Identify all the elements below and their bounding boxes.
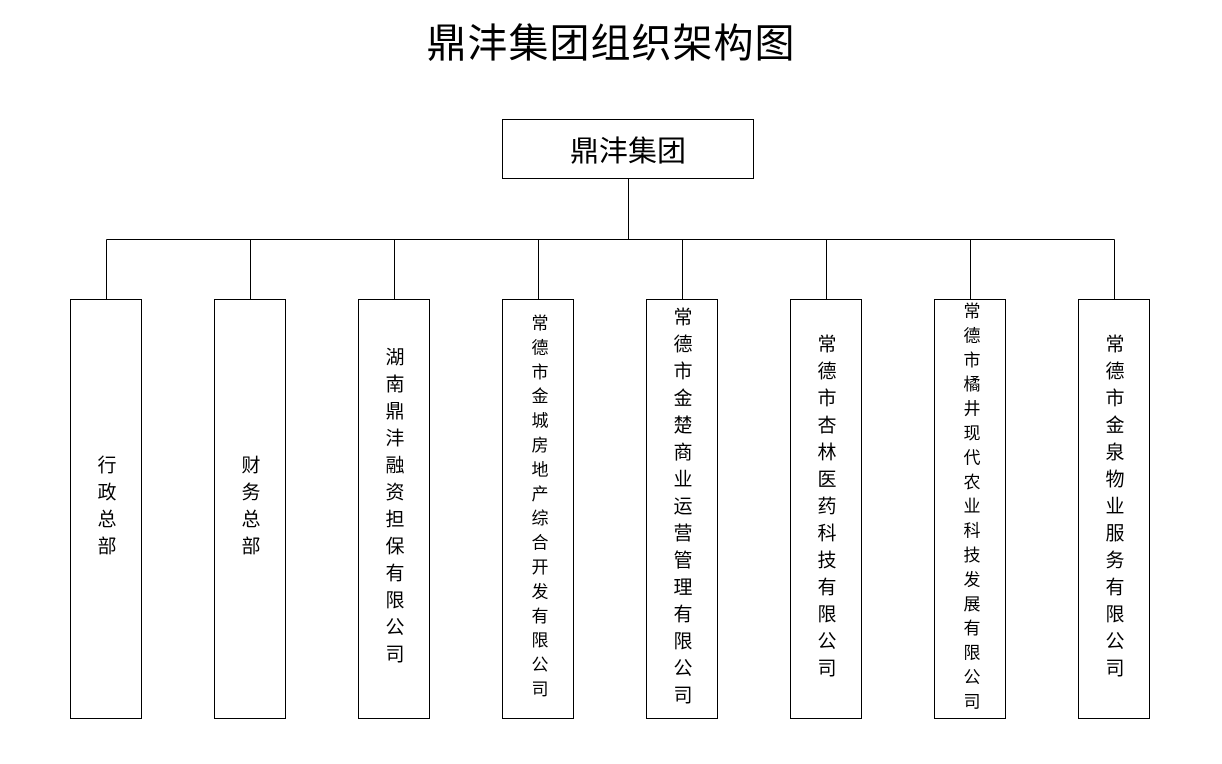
dept-label: 常德市橘井现代农业科技发展有限公司: [959, 301, 980, 717]
dept-label: 常德市杏林医药科技有限公司: [814, 333, 837, 685]
root-node-box: 鼎沣集团: [502, 119, 754, 179]
dept-box-pharma-company: 常德市杏林医药科技有限公司: [790, 299, 862, 719]
dept-box-commerce-company: 常德市金楚商业运营管理有限公司: [646, 299, 718, 719]
dept-label: 常德市金城房地产综合开发有限公司: [527, 313, 548, 705]
dept-box-agriculture-company: 常德市橘井现代农业科技发展有限公司: [934, 299, 1006, 719]
dept-label: 常德市金泉物业服务有限公司: [1102, 333, 1125, 685]
dept-box-property-service-company: 常德市金泉物业服务有限公司: [1078, 299, 1150, 719]
diagram-title: 鼎沣集团组织架构图: [426, 21, 796, 67]
dept-box-finance: 财务总部: [214, 299, 286, 719]
dept-box-guarantee-company: 湖南鼎沣融资担保有限公司: [358, 299, 430, 719]
dept-label: 财务总部: [238, 455, 261, 563]
root-node-label: 鼎沣集团: [569, 134, 686, 168]
dept-label: 行政总部: [94, 455, 117, 563]
dept-label: 湖南鼎沣融资担保有限公司: [382, 347, 405, 671]
dept-label: 常德市金楚商业运营管理有限公司: [670, 306, 693, 712]
dept-box-administration: 行政总部: [70, 299, 142, 719]
dept-box-real-estate-company: 常德市金城房地产综合开发有限公司: [502, 299, 574, 719]
